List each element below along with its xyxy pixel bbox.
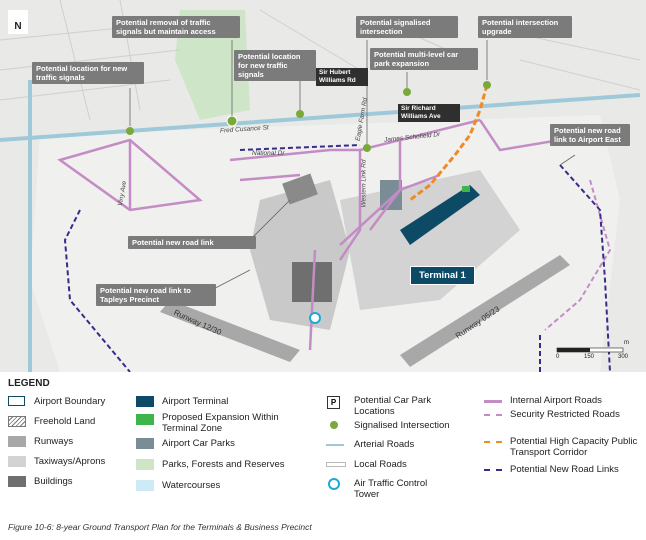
- legend-item: Security Restricted Roads: [510, 409, 620, 420]
- swatch-freehold: [8, 416, 26, 427]
- callout-tapleys-precinct: Potential new road link to Tapleys Preci…: [96, 284, 216, 306]
- runway-05-23: [400, 255, 570, 367]
- legend-item: Arterial Roads: [354, 439, 415, 450]
- swatch-expansion: [136, 414, 154, 425]
- callout-new-road-link: Potential new road link: [128, 236, 256, 249]
- north-label: N: [8, 10, 28, 34]
- legend-item: Airport Boundary: [34, 396, 106, 407]
- scale-tick: 0: [556, 354, 560, 360]
- legend-item: Signalised Intersection: [354, 420, 450, 431]
- legend-item: Air Traffic Control Tower: [354, 478, 428, 500]
- legend-item: Freehold Land: [34, 416, 96, 427]
- signal-removal-marker: [226, 115, 238, 127]
- swatch-boundary: [8, 396, 25, 406]
- terminal-building: [400, 185, 480, 245]
- control-tower-icon: [309, 312, 321, 324]
- signal-icon: [330, 421, 338, 429]
- hc-transport-corridor: [409, 84, 489, 202]
- legend-item: Potential New Road Links: [510, 464, 619, 475]
- swatch-watercourses: [136, 480, 154, 491]
- runway-12-30: [160, 300, 300, 362]
- car-park-icon: P: [327, 396, 340, 409]
- swatch-new-road-links: [484, 469, 502, 471]
- swatch-terminal: [136, 396, 154, 407]
- callout-signalised-intersection: Potential signalised intersection: [356, 16, 458, 38]
- new-road-links: [63, 144, 611, 372]
- legend-item: Taxiways/Aprons: [34, 456, 106, 467]
- callout-signal-removal: Potential removal of traffic signals but…: [112, 16, 240, 38]
- legend-item: Potential High Capacity Public Transport…: [510, 436, 638, 458]
- callout-new-signals-east: Potential location for new traffic signa…: [234, 50, 316, 81]
- arterial-road: [0, 93, 641, 142]
- swatch-security-roads: [484, 414, 502, 416]
- callout-airport-east: Potential new road link to Airport East: [550, 124, 630, 146]
- proposed-expansion: [462, 186, 470, 192]
- swatch-local-roads: [326, 462, 346, 467]
- legend-item: Potential Car Park Locations: [354, 395, 432, 417]
- swatch-arterial: [326, 444, 344, 446]
- road-label: National Dr: [252, 150, 285, 157]
- scale-unit: m: [624, 340, 629, 346]
- swatch-hc-corridor: [484, 441, 502, 443]
- callout-intersection-upgrade: Potential intersection upgrade: [478, 16, 572, 38]
- swatch-internal-roads: [484, 400, 502, 403]
- signalised-intersections: [126, 81, 491, 152]
- legend-item: Parks, Forests and Reserves: [162, 459, 285, 470]
- legend-item: Buildings: [34, 476, 73, 487]
- swatch-buildings: [8, 476, 26, 487]
- tag-sir-hubert-williams: Sir Hubert Williams Rd: [316, 68, 368, 86]
- control-tower-legend-icon: [328, 478, 340, 490]
- swatch-taxiways: [8, 456, 26, 467]
- legend-item: Local Roads: [354, 459, 407, 470]
- map-canvas: [0, 0, 641, 372]
- scale-tick: 150: [584, 354, 595, 360]
- road-label: Western Link Rd: [360, 159, 368, 208]
- building: [282, 173, 318, 205]
- callout-car-park-expansion: Potential multi-level car park expansion: [370, 48, 478, 70]
- terminal-1-label: Terminal 1: [410, 266, 475, 285]
- figure-caption: Figure 10-6: 8-year Ground Transport Pla…: [8, 522, 312, 532]
- legend-item: Runways: [34, 436, 74, 447]
- legend-item: Airport Terminal: [162, 396, 229, 407]
- swatch-car-parks: [136, 438, 154, 449]
- scale-tick: 300: [618, 354, 629, 360]
- legend-item: Internal Airport Roads: [510, 395, 602, 406]
- legend-item: Proposed Expansion Within Terminal Zone: [162, 412, 279, 434]
- swatch-runways: [8, 436, 26, 447]
- legend-title: LEGEND: [8, 378, 50, 389]
- callout-new-signals-west: Potential location for new traffic signa…: [32, 62, 144, 84]
- tag-sir-richard-williams: Sir Richard Williams Ave: [398, 104, 460, 122]
- legend-item: Airport Car Parks: [162, 438, 235, 449]
- map-panel: N Potential removal of traffic signals b…: [0, 0, 646, 372]
- swatch-parks: [136, 459, 154, 470]
- legend-item: Watercourses: [162, 480, 221, 491]
- scale: m 0 150 300: [548, 340, 634, 366]
